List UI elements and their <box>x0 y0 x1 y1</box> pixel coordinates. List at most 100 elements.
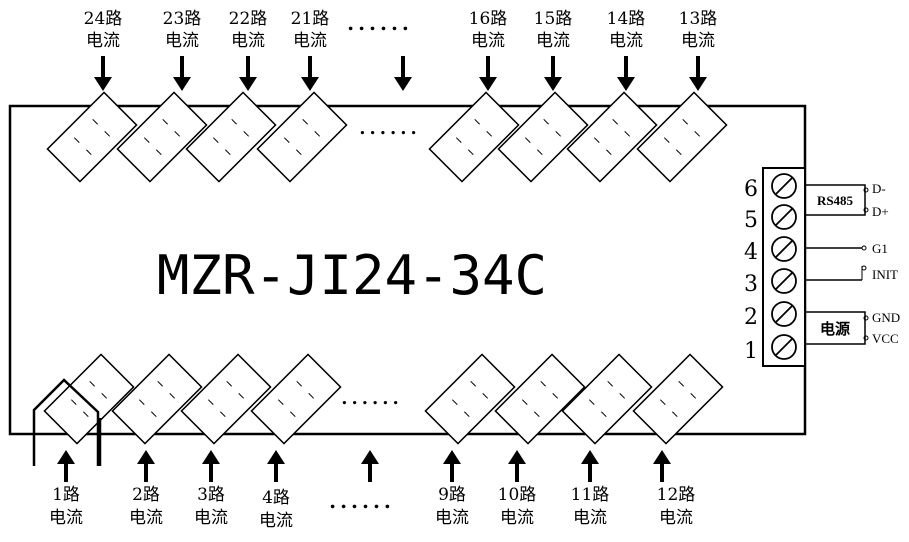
bottom-channel-unit: 电流 <box>129 508 163 528</box>
bottom-channel-unit: 电流 <box>259 511 293 531</box>
screw-terminal <box>771 204 797 230</box>
current-sensor <box>632 353 724 445</box>
up-arrow <box>137 450 155 482</box>
top-channel-num: 16路 <box>469 9 508 29</box>
pin-number: 6 <box>744 177 758 202</box>
bottom-channel-num: 9路 <box>438 485 466 505</box>
bottom-channel-num: 11路 <box>571 485 610 505</box>
screw-terminal <box>771 301 797 327</box>
bottom-channel-num: 1路 <box>52 485 80 505</box>
bottom-sensors <box>43 353 724 445</box>
pin-number: 2 <box>744 305 758 330</box>
rs485-label: RS485 <box>817 193 854 208</box>
init-label: INIT <box>872 267 898 282</box>
top-channel-unit: 电流 <box>293 31 327 51</box>
current-sensor <box>180 353 272 445</box>
top-sensors <box>46 91 728 183</box>
bottom-channel-num: 4路 <box>262 488 290 508</box>
up-arrow <box>653 450 671 482</box>
current-sensor <box>46 91 138 183</box>
down-arrow <box>94 56 112 91</box>
screw-terminal <box>771 268 797 294</box>
current-sensor <box>561 353 653 445</box>
body-bottom-ellipsis: ...... <box>341 388 403 409</box>
current-sensor <box>43 353 135 445</box>
top-channel-unit: 电流 <box>165 31 199 51</box>
top-channel-unit: 电流 <box>609 31 643 51</box>
top-channel-num: 23路 <box>163 9 202 29</box>
top-channel-num: 14路 <box>607 9 646 29</box>
top-channel-num: 15路 <box>534 9 573 29</box>
current-sensor <box>636 91 728 183</box>
vcc-label: VCC <box>872 331 899 346</box>
model-title: MZR-JI24-34C <box>157 244 547 307</box>
top-channel-num: 13路 <box>679 9 718 29</box>
pin-number: 3 <box>744 272 758 297</box>
pin-number: 1 <box>744 339 758 364</box>
down-arrow <box>239 56 257 91</box>
down-arrow <box>394 56 412 91</box>
current-sensor <box>111 353 203 445</box>
pin-numbers: 6 5 4 3 2 1 <box>744 177 758 364</box>
current-sensor <box>497 91 589 183</box>
pin-number: 4 <box>744 240 758 265</box>
down-arrow <box>301 56 319 91</box>
current-sensor <box>424 353 516 445</box>
down-arrow <box>617 56 635 91</box>
power-label: 电源 <box>820 320 850 338</box>
up-arrow <box>581 450 599 482</box>
up-arrow <box>508 450 526 482</box>
bottom-channel-unit: 电流 <box>500 508 534 528</box>
top-channel-unit: 电流 <box>471 31 505 51</box>
down-arrow <box>544 56 562 91</box>
up-arrow <box>202 450 220 482</box>
bottom-channel-num: 12路 <box>657 485 696 505</box>
bottom-channel-unit: 电流 <box>435 508 469 528</box>
current-sensor <box>494 353 586 445</box>
top-channel-unit: 电流 <box>536 31 570 51</box>
top-channel-unit: 电流 <box>681 31 715 51</box>
bottom-channel-unit: 电流 <box>659 508 693 528</box>
top-channel-unit: 电流 <box>86 31 120 51</box>
up-arrow <box>57 450 75 482</box>
terminal-screws <box>771 173 797 360</box>
g1-label: G1 <box>872 241 888 256</box>
screw-terminal <box>771 173 797 199</box>
current-sensor <box>185 91 277 183</box>
channel-1-wire-loop <box>32 378 102 466</box>
bottom-arrows <box>57 450 671 482</box>
d-plus-label: D+ <box>872 204 889 219</box>
d-minus-label: D- <box>872 181 886 196</box>
up-arrow <box>361 450 379 482</box>
top-arrows <box>94 56 707 91</box>
current-sensor <box>566 91 658 183</box>
bottom-channel-num: 10路 <box>498 485 537 505</box>
top-channel-labels: 24路 电流 23路 电流 22路 电流 21路 电流 16路 电流 15路 电… <box>84 9 718 51</box>
current-sensor <box>428 91 520 183</box>
current-sensor <box>250 353 342 445</box>
screw-terminal <box>771 334 797 360</box>
bottom-channel-num: 3路 <box>197 485 225 505</box>
pin-number: 5 <box>744 208 758 233</box>
terminal-housing <box>762 167 806 367</box>
down-arrow <box>479 56 497 91</box>
down-arrow <box>689 56 707 91</box>
bottom-channel-unit: 电流 <box>573 508 607 528</box>
up-arrow <box>267 450 285 482</box>
up-arrow <box>443 450 461 482</box>
gnd-label: GND <box>872 310 900 325</box>
bottom-ellipsis: ...... <box>329 489 395 513</box>
bottom-channel-num: 2路 <box>132 485 160 505</box>
bottom-channel-unit: 电流 <box>49 508 83 528</box>
top-channel-num: 22路 <box>229 9 268 29</box>
down-arrow <box>173 56 191 91</box>
terminal-block: 6 5 4 3 2 1 RS485 D- D+ G1 INIT 电源 GND V… <box>744 167 900 367</box>
top-channel-num: 24路 <box>84 9 123 29</box>
top-ellipsis: ...... <box>347 11 413 35</box>
screw-terminal <box>771 236 797 262</box>
top-channel-num: 21路 <box>291 9 330 29</box>
current-sensor <box>256 91 348 183</box>
bottom-channel-labels: 1路 电流 2路 电流 3路 电流 4路 电流 9路 电流 10路 电流 11路… <box>49 485 695 531</box>
current-sensor <box>116 91 208 183</box>
